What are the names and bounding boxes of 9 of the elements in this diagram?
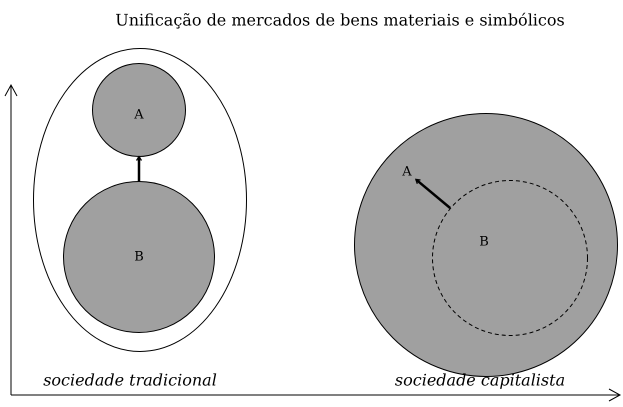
region-letter: A bbox=[402, 164, 412, 180]
node-label: sociedade tradicional bbox=[43, 370, 217, 390]
region-letter: B bbox=[479, 234, 489, 250]
arrow bbox=[415, 178, 451, 209]
region-letter: B bbox=[134, 250, 144, 264]
region-letter: A bbox=[134, 108, 144, 122]
node-label: sociedade capitalista bbox=[394, 370, 566, 390]
diagram-title: Unificação de mercados de bens materiais e simbólicos bbox=[115, 10, 565, 30]
arrow bbox=[136, 156, 142, 181]
